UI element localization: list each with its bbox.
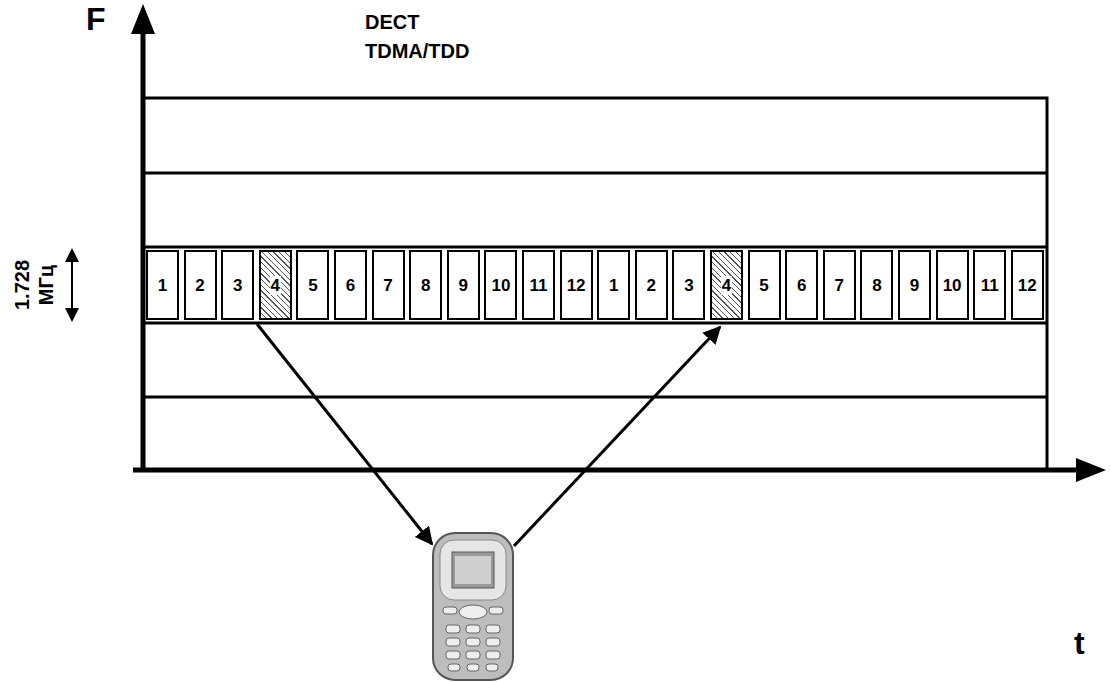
bandwidth-label: 1.728 МГц xyxy=(10,245,58,325)
slot-number: 1 xyxy=(158,277,167,294)
timeslot: 7 xyxy=(372,250,405,320)
timeslot: 10 xyxy=(936,250,969,320)
slot-number: 11 xyxy=(530,277,548,294)
link-arrows xyxy=(257,324,720,546)
timeslot: 6 xyxy=(334,250,367,320)
slot-number: 7 xyxy=(835,277,844,294)
slot-number: 8 xyxy=(421,277,430,294)
timeslot: 5 xyxy=(748,250,781,320)
slot-number: 5 xyxy=(308,277,317,294)
timeslot: 2 xyxy=(184,250,217,320)
slot-number: 10 xyxy=(491,277,510,294)
timeslot: 10 xyxy=(484,250,517,320)
slot-number: 1 xyxy=(609,277,618,294)
timeslot: 5 xyxy=(296,250,329,320)
timeslot: 8 xyxy=(409,250,442,320)
slot-number: 11 xyxy=(981,277,999,294)
active-timeslot: 4 xyxy=(259,250,292,320)
slot-number: 2 xyxy=(647,277,656,294)
frame xyxy=(143,98,1047,470)
timeslot: 1 xyxy=(146,250,179,320)
mobile-phone xyxy=(433,533,513,680)
timeslot: 9 xyxy=(447,250,480,320)
axes xyxy=(131,4,1106,482)
timeslot: 7 xyxy=(823,250,856,320)
slot-number: 6 xyxy=(346,277,355,294)
slot-number: 9 xyxy=(459,277,468,294)
timeslot: 9 xyxy=(898,250,931,320)
slot-number: 4 xyxy=(270,276,281,295)
timeslot: 2 xyxy=(635,250,668,320)
timeslot: 1 xyxy=(597,250,630,320)
timeslot: 12 xyxy=(1011,250,1044,320)
slot-number: 6 xyxy=(797,277,806,294)
timeslot: 8 xyxy=(860,250,893,320)
slot-number: 12 xyxy=(1018,277,1037,294)
slot-number: 3 xyxy=(684,277,693,294)
slot-number: 8 xyxy=(872,277,881,294)
timeslot: 12 xyxy=(560,250,593,320)
slot-number: 2 xyxy=(195,277,204,294)
slot-number: 4 xyxy=(721,276,732,295)
timeslot: 11 xyxy=(522,250,555,320)
slot-number: 3 xyxy=(233,277,242,294)
slot-number: 10 xyxy=(943,277,962,294)
timeslot: 11 xyxy=(973,250,1006,320)
axis-label: F xyxy=(86,2,106,37)
diagram-title: DECT TDMA/TDD xyxy=(365,8,490,66)
slot-number: 5 xyxy=(759,277,768,294)
bandwidth-arrow xyxy=(65,248,79,322)
timeslot: 3 xyxy=(672,250,705,320)
timeslot: 3 xyxy=(221,250,254,320)
slot-number: 7 xyxy=(383,277,392,294)
active-timeslot: 4 xyxy=(710,250,743,320)
slot-number: 12 xyxy=(567,277,586,294)
axis-label: t xyxy=(1074,626,1085,661)
slot-number: 9 xyxy=(910,277,919,294)
timeslot: 6 xyxy=(785,250,818,320)
